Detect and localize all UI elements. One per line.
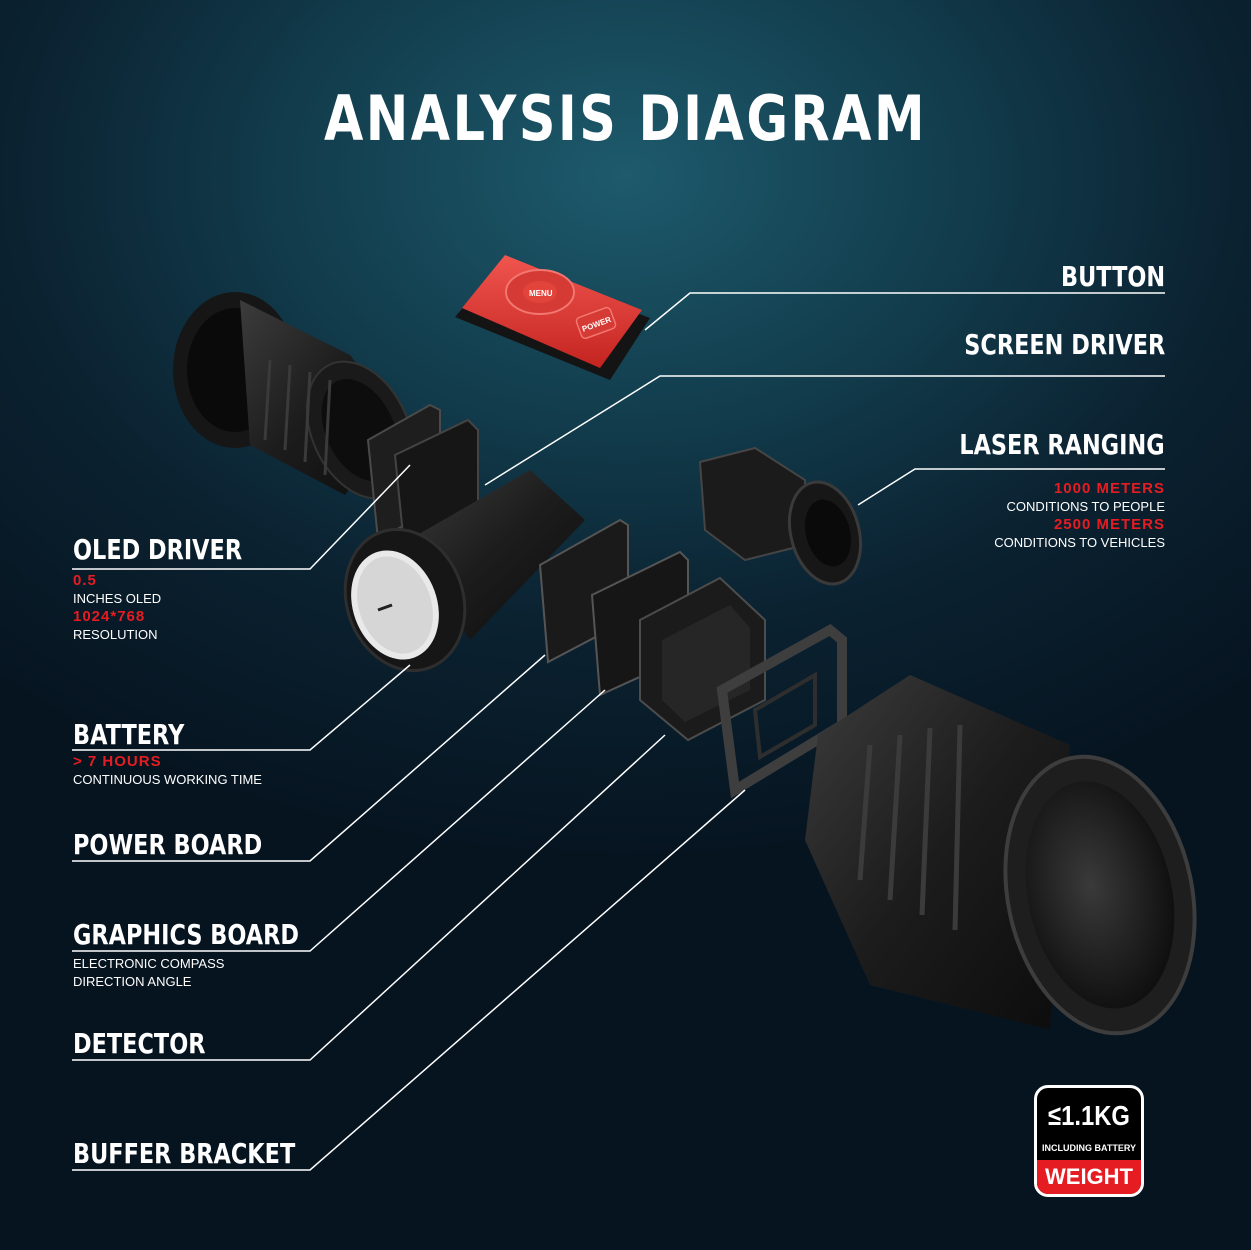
label-battery: BATTERY [73, 718, 185, 751]
leader-detector [72, 734, 666, 1061]
weight-label: WEIGHT [1037, 1160, 1141, 1194]
laser-specs: 1000 METERS CONDITIONS TO PEOPLE 2500 ME… [994, 480, 1165, 552]
oled-resolution-note: RESOLUTION [73, 627, 158, 642]
label-power-board: POWER BOARD [73, 828, 263, 861]
graphics-line-1: ELECTRONIC COMPASS [73, 956, 225, 971]
label-graphics-board: GRAPHICS BOARD [73, 918, 299, 951]
laser-module [698, 446, 862, 586]
menu-key-text: MENU [529, 289, 553, 298]
laser-range-2-note: CONDITIONS TO VEHICLES [994, 535, 1165, 550]
label-button: BUTTON [1060, 260, 1165, 293]
leader-screen-driver [484, 375, 1165, 486]
objective-lens [805, 675, 1197, 1036]
leader-buffer-bracket [72, 789, 746, 1171]
leader-button [644, 292, 1165, 331]
buffer-bracket-shape [716, 623, 847, 799]
label-oled-driver: OLED DRIVER [73, 533, 243, 566]
label-screen-driver: SCREEN DRIVER [963, 328, 1165, 361]
page-title: ANALYSIS DIAGRAM [323, 82, 928, 155]
oled-specs: 0.5 INCHES OLED 1024*768 RESOLUTION [73, 572, 161, 644]
label-detector: DETECTOR [73, 1027, 206, 1060]
oled-resolution: 1024*768 [73, 608, 146, 625]
detector-shape [639, 576, 766, 742]
battery-note: CONTINUOUS WORKING TIME [73, 772, 262, 787]
leader-laser-ranging [857, 468, 1165, 506]
oled-size-note: INCHES OLED [73, 591, 162, 606]
battery-hours: > 7 HOURS [73, 753, 162, 770]
leader-lines [72, 292, 1165, 1171]
weight-badge: ≤1.1KG INCLUDING BATTERY WEIGHT [1034, 1085, 1144, 1197]
button-keypad: MENU POWER [455, 255, 650, 380]
graphics-specs: ELECTRONIC COMPASS DIRECTION ANGLE [73, 955, 224, 991]
laser-range-2: 2500 METERS [1053, 516, 1165, 533]
leader-graphics-board [72, 689, 606, 952]
laser-range-1-note: CONDITIONS TO PEOPLE [1006, 499, 1165, 514]
weight-note: INCLUDING BATTERY [1042, 1143, 1136, 1153]
battery-specs: > 7 HOURS CONTINUOUS WORKING TIME [73, 753, 262, 789]
graphics-line-2: DIRECTION ANGLE [73, 974, 192, 989]
label-laser-ranging: LASER RANGING [959, 428, 1165, 461]
laser-range-1: 1000 METERS [1053, 480, 1165, 497]
oled-size: 0.5 [73, 572, 97, 589]
weight-value: ≤1.1KG [1048, 1100, 1130, 1131]
label-buffer-bracket: BUFFER BRACKET [73, 1137, 296, 1170]
leader-battery [72, 664, 411, 751]
leader-power-board [72, 654, 546, 862]
leader-oled-driver [72, 464, 411, 570]
battery-tube [343, 470, 585, 673]
